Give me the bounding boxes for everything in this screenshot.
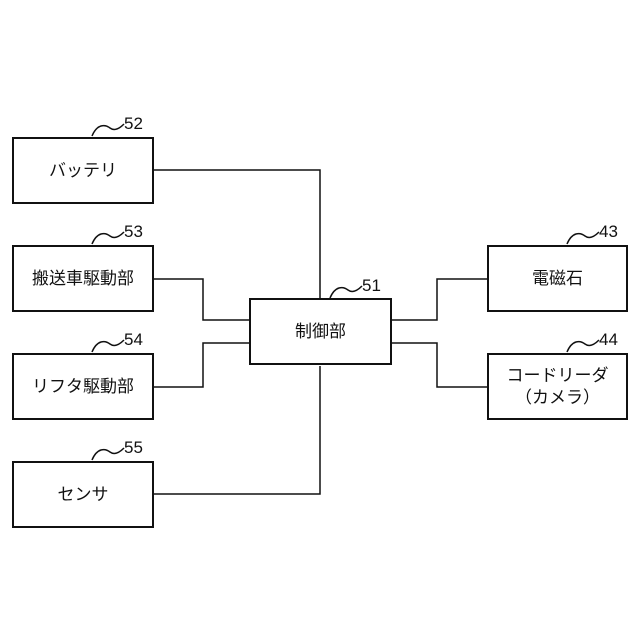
connector-controller-codereader xyxy=(391,343,487,387)
block-battery-label: バッテリ xyxy=(49,160,117,182)
ref-51: 51 xyxy=(362,276,381,296)
leader-44 xyxy=(567,340,599,352)
connector-lift-controller xyxy=(153,343,249,387)
ref-55: 55 xyxy=(124,438,143,458)
block-transport-drive-label: 搬送車駆動部 xyxy=(32,268,134,290)
block-lift-drive: リフタ駆動部 xyxy=(12,353,154,420)
block-lift-drive-label: リフタ駆動部 xyxy=(32,376,134,398)
block-controller: 制御部 xyxy=(249,298,392,365)
leader-51 xyxy=(330,286,362,298)
connector-controller-electromagnet xyxy=(391,279,487,320)
block-sensor-label: センサ xyxy=(58,484,109,506)
ref-52: 52 xyxy=(124,114,143,134)
leader-54 xyxy=(92,340,124,352)
ref-43: 43 xyxy=(599,222,618,242)
block-sensor: センサ xyxy=(12,461,154,528)
leader-52 xyxy=(92,124,124,136)
block-code-reader-label-line1: コードリーダ xyxy=(507,365,609,387)
block-electromagnet-label: 電磁石 xyxy=(532,268,583,290)
connector-sensor-controller xyxy=(153,366,320,494)
ref-44: 44 xyxy=(599,330,618,350)
leader-43 xyxy=(567,232,599,244)
connector-transport-controller xyxy=(153,279,249,320)
ref-53: 53 xyxy=(124,222,143,242)
leader-55 xyxy=(92,448,124,460)
block-electromagnet: 電磁石 xyxy=(487,245,628,312)
leader-53 xyxy=(92,232,124,244)
block-battery: バッテリ xyxy=(12,137,154,204)
block-code-reader-label-line2: （カメラ） xyxy=(515,387,600,409)
ref-54: 54 xyxy=(124,330,143,350)
block-controller-label: 制御部 xyxy=(295,321,346,343)
block-transport-drive: 搬送車駆動部 xyxy=(12,245,154,312)
block-code-reader: コードリーダ （カメラ） xyxy=(487,353,628,420)
